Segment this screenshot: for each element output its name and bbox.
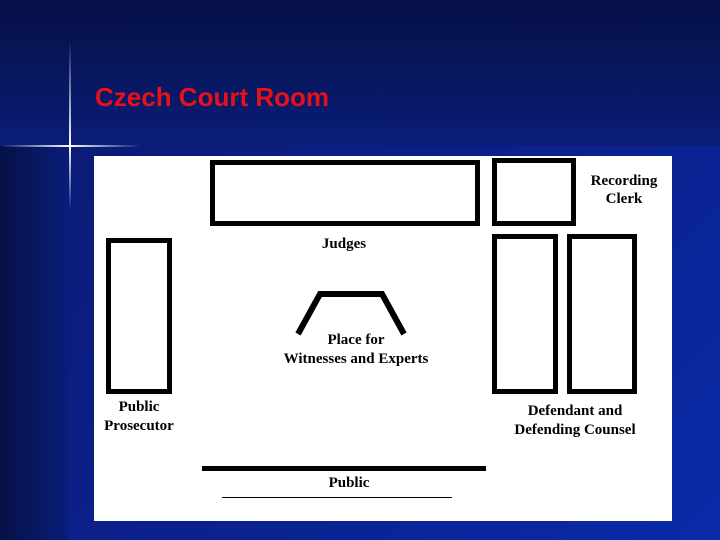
witness-label-line1: Place for <box>327 332 385 348</box>
slide-left-bar-lower <box>0 146 68 540</box>
prosecutor-label-line2: Prosecutor <box>104 418 174 434</box>
courtroom-diagram: Judges Recording Clerk Public Prosecutor… <box>94 156 672 521</box>
judges-label: Judges <box>321 236 367 252</box>
defendant-desk <box>492 234 558 394</box>
defendant-label-line1: Defendant and <box>527 403 623 419</box>
defending-counsel-desk <box>567 234 637 394</box>
defendant-label-line2: Defending Counsel <box>514 422 636 438</box>
slide-title: Czech Court Room <box>95 82 329 112</box>
slide-top-bar <box>0 0 720 146</box>
prosecutor-desk <box>106 238 172 394</box>
sparkle-vertical-ray <box>69 40 71 210</box>
witness-label-line2: Witnesses and Experts <box>283 351 429 367</box>
judges-bench <box>210 160 480 226</box>
public-label: Public <box>328 475 370 491</box>
prosecutor-label-line1: Public <box>118 399 160 415</box>
clerk-desk <box>492 158 576 226</box>
clerk-label-line1: Recording <box>590 173 658 189</box>
witness-stand <box>295 291 407 336</box>
public-barrier <box>202 466 486 471</box>
public-underline <box>222 497 452 498</box>
clerk-label-line2: Clerk <box>605 191 643 207</box>
